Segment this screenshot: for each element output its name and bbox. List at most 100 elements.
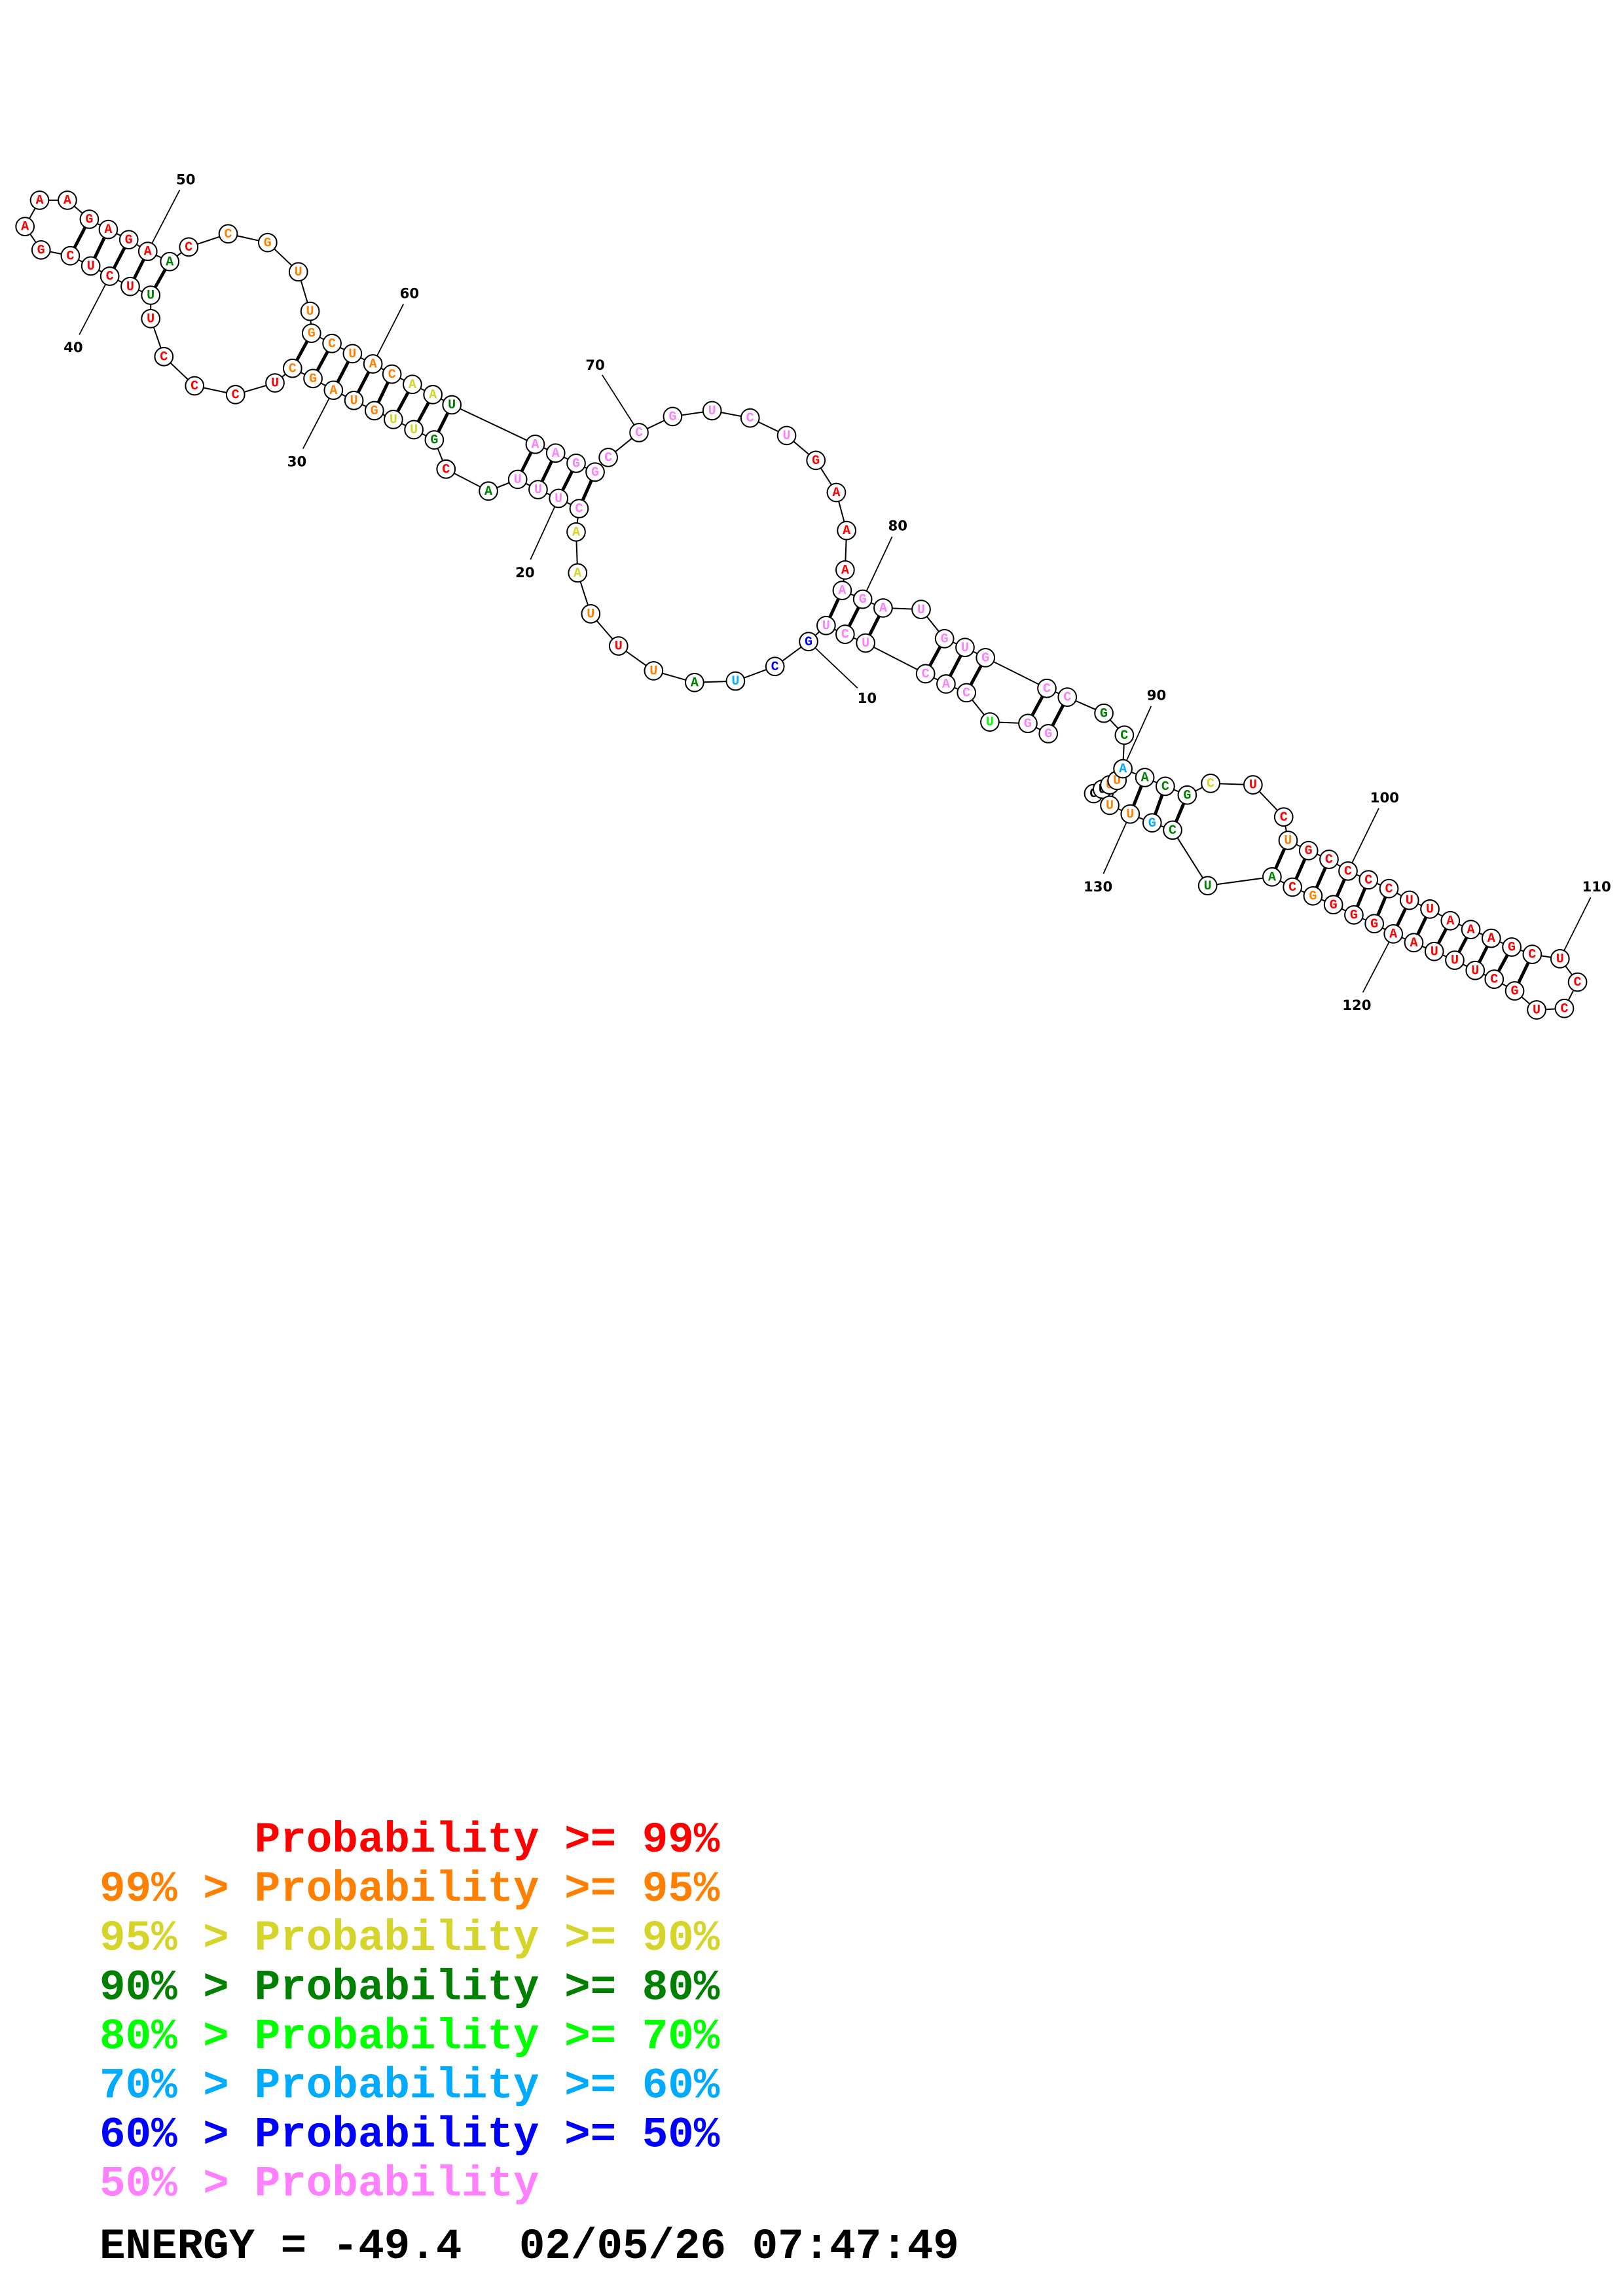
backbone-link bbox=[985, 656, 1048, 689]
nucleotide-letter: G bbox=[812, 454, 820, 469]
nucleotide-circle bbox=[137, 242, 158, 261]
nucleotide-letter: U bbox=[1431, 944, 1438, 960]
nucleotide-letter: A bbox=[1141, 771, 1150, 786]
nucleotide-circle bbox=[1057, 687, 1078, 707]
nucleotide-circle bbox=[81, 256, 101, 276]
nucleotide-circle bbox=[323, 380, 344, 401]
nucleotide-circle bbox=[423, 385, 443, 404]
nucleotide-circle bbox=[1100, 795, 1120, 816]
position-tick bbox=[1362, 933, 1395, 993]
nucleotide: C bbox=[1201, 774, 1220, 793]
nucleotide: G bbox=[301, 323, 321, 343]
nucleotide-circle bbox=[685, 672, 704, 692]
nucleotide-circle bbox=[322, 333, 342, 353]
legend-suffix: >= 95% bbox=[564, 1865, 720, 1914]
nucleotide-circle bbox=[799, 632, 818, 652]
nucleotide-circle bbox=[31, 240, 51, 260]
nucleotide-circle bbox=[1323, 895, 1343, 915]
nucleotide: G bbox=[976, 647, 996, 668]
nucleotide-circle bbox=[1445, 950, 1465, 970]
nucleotide-letter: U bbox=[1106, 798, 1114, 814]
nucleotide-letter: U bbox=[587, 607, 594, 622]
position-label: 90 bbox=[1147, 688, 1167, 704]
nucleotide-letter: C bbox=[1043, 681, 1051, 696]
nucleotide: U bbox=[265, 373, 285, 393]
position-tick bbox=[862, 536, 893, 600]
nucleotide: C bbox=[740, 408, 760, 428]
nucleotide: C bbox=[1379, 878, 1399, 899]
position-label: 110 bbox=[1582, 879, 1611, 895]
nucleotide-circle bbox=[1283, 877, 1302, 897]
nucleotide-letter: G bbox=[37, 243, 45, 258]
nucleotide-circle bbox=[832, 581, 852, 600]
nucleotide-letter: C bbox=[1364, 873, 1372, 888]
nucleotide-circle bbox=[1567, 972, 1588, 992]
nucleotide-letter: C bbox=[841, 628, 849, 643]
nucleotide: A bbox=[826, 482, 847, 503]
nucleotide-letter: U bbox=[862, 636, 869, 651]
nucleotide-circle bbox=[382, 364, 402, 384]
backbone-link bbox=[1172, 829, 1209, 886]
nucleotide: C bbox=[154, 346, 174, 367]
nucleotide-circle bbox=[1504, 981, 1525, 1001]
nucleotide-letter: U bbox=[147, 312, 155, 327]
legend-prefix: 60% > bbox=[100, 2110, 229, 2159]
nucleotide-circle bbox=[1197, 876, 1218, 896]
nucleotide: C bbox=[915, 664, 936, 684]
nucleotide: A bbox=[525, 434, 545, 454]
energy-value: ENERGY = -49.4 bbox=[100, 2222, 462, 2271]
nucleotide: G bbox=[806, 450, 826, 471]
nucleotide: C bbox=[100, 266, 120, 286]
nucleotide-letter: A bbox=[572, 525, 581, 540]
nucleotide-letter: G bbox=[1183, 788, 1191, 803]
position-label: 10 bbox=[858, 691, 877, 707]
nucleotide-letter: C bbox=[1490, 973, 1498, 988]
nucleotide: U bbox=[342, 344, 363, 364]
nucleotide-circle bbox=[837, 520, 856, 541]
position-tick bbox=[79, 276, 111, 335]
nucleotide-letter: U bbox=[514, 473, 522, 488]
nucleotide: U bbox=[1243, 775, 1263, 795]
legend-label: Probability bbox=[255, 1963, 539, 2012]
nucleotide: G bbox=[1344, 905, 1364, 925]
nucleotide: A bbox=[837, 520, 856, 541]
nucleotide-letter: A bbox=[531, 437, 539, 452]
nucleotide-circle bbox=[154, 346, 174, 367]
nucleotide-letter: C bbox=[232, 388, 240, 403]
nucleotide-letter: C bbox=[771, 660, 779, 675]
nucleotide-letter: C bbox=[1344, 864, 1352, 879]
nucleotide-circle bbox=[528, 480, 548, 499]
nucleotide-circle bbox=[1262, 867, 1282, 887]
nucleotide-letter: C bbox=[1161, 780, 1169, 795]
nucleotide: C bbox=[322, 333, 342, 353]
nucleotide-letter: U bbox=[615, 639, 623, 655]
nucleotide-letter: U bbox=[348, 347, 356, 362]
nucleotide-circle bbox=[1481, 928, 1501, 948]
nucleotide-circle bbox=[1298, 840, 1319, 861]
nucleotide: U bbox=[81, 256, 101, 276]
nucleotide-letter: G bbox=[668, 410, 676, 425]
nucleotide-letter: G bbox=[1024, 717, 1032, 732]
nucleotide-letter: G bbox=[308, 327, 316, 342]
nucleotide-letter: A bbox=[574, 566, 582, 581]
nucleotide-circle bbox=[303, 368, 323, 389]
nucleotide-letter: C bbox=[1574, 975, 1582, 990]
position-label: 50 bbox=[176, 171, 196, 188]
nucleotide-circle bbox=[507, 469, 528, 490]
nucleotide-letter: A bbox=[21, 220, 29, 235]
nucleotide-letter: C bbox=[575, 502, 583, 517]
nucleotide-circle bbox=[479, 481, 498, 501]
position-tick bbox=[372, 304, 405, 365]
nucleotide-letter: U bbox=[1284, 834, 1292, 849]
nucleotide-circle bbox=[1142, 813, 1162, 833]
nucleotide: A bbox=[363, 354, 383, 374]
nucleotide-letter: C bbox=[442, 462, 450, 477]
nucleotide: G bbox=[303, 368, 323, 389]
nucleotide-circle bbox=[835, 624, 855, 644]
nucleotide-circle bbox=[765, 656, 785, 677]
nucleotide-circle bbox=[826, 482, 847, 503]
nucleotide-letter: A bbox=[691, 675, 699, 691]
nucleotide-circle bbox=[725, 671, 746, 691]
nucleotide: C bbox=[218, 224, 238, 244]
